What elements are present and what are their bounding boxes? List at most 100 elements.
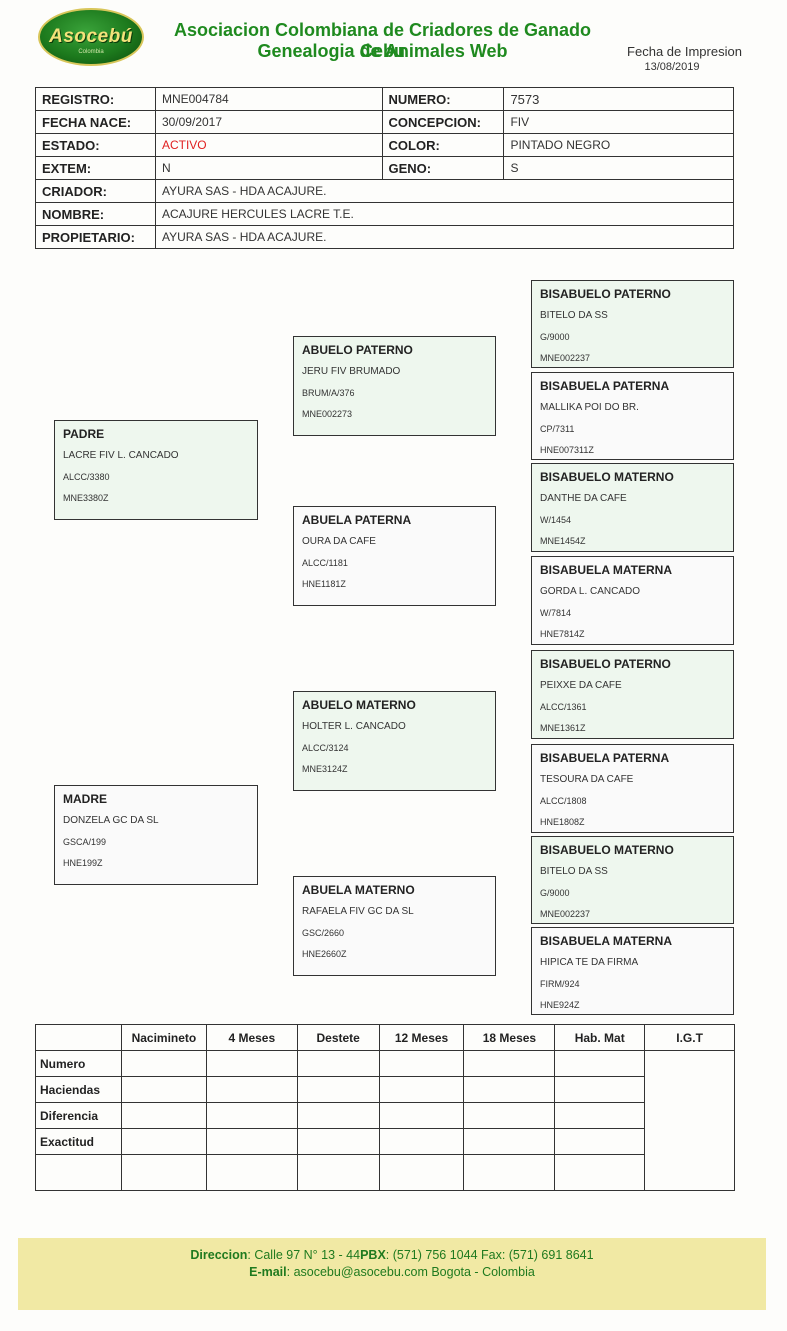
bisabuelo-box-7: BISABUELO MATERNO BITELO DA SS G/9000 MN… [531, 836, 734, 924]
abuela-paterna-reg: HNE1181Z [302, 579, 346, 589]
bisabuela-box-8: BISABUELA MATERNA HIPICA TE DA FIRMA FIR… [531, 927, 734, 1015]
col-hab-mat: Hab. Mat [554, 1024, 646, 1051]
page-subtitle: Genealogia de Animales Web [257, 41, 508, 61]
madre-reg: HNE199Z [63, 858, 103, 868]
bis1-reg: MNE002237 [540, 353, 591, 363]
table-row: Diferencia [35, 1102, 735, 1129]
abuelo-paterno-code: BRUM/A/376 [302, 388, 355, 398]
geno-label: GENO: [381, 156, 505, 180]
madre-title: MADRE [63, 792, 107, 806]
padre-box: PADRE LACRE FIV L. CANCADO ALCC/3380 MNE… [54, 420, 258, 520]
propietario-value: AYURA SAS - HDA ACAJURE. [154, 225, 735, 249]
row-exactitud: Exactitud [35, 1128, 122, 1155]
extem-value: N [154, 156, 383, 180]
abuelo-materno-reg: MNE3124Z [302, 764, 348, 774]
criador-value: AYURA SAS - HDA ACAJURE. [154, 179, 735, 203]
abuela-materna-name: RAFAELA FIV GC DA SL [302, 906, 414, 917]
table-row: Exactitud [35, 1128, 735, 1155]
bis2-reg: HNE007311Z [540, 445, 594, 455]
padre-reg: MNE3380Z [63, 493, 109, 503]
asocebu-logo: Asocebú Colombia [38, 8, 144, 66]
numero-value: 7573 [503, 87, 734, 111]
bis6-code: ALCC/1808 [540, 796, 587, 806]
footer: Direccion: Calle 97 N° 13 - 44PBX: (571)… [18, 1238, 766, 1310]
bis4-name: GORDA L. CANCADO [540, 586, 641, 597]
abuela-materna-code: GSC/2660 [302, 928, 345, 938]
bis7-code: G/9000 [540, 888, 570, 898]
bis3-code: W/1454 [540, 515, 572, 525]
concepcion-value: FIV [503, 110, 734, 134]
abuela-materna-box: ABUELA MATERNO RAFAELA FIV GC DA SL GSC/… [293, 876, 496, 976]
color-value: PINTADO NEGRO [503, 133, 734, 157]
footer-dir-label: Direccion [190, 1248, 248, 1262]
abuelo-paterno-title: ABUELO PATERNO [302, 343, 413, 357]
footer-pbx-value: : (571) 756 1044 Fax: (571) 691 8641 [385, 1248, 594, 1262]
corner-cell [35, 1024, 122, 1051]
abuela-paterna-title: ABUELA PATERNA [302, 513, 412, 527]
registro-label: REGISTRO: [35, 87, 156, 111]
bis1-title: BISABUELO PATERNO [540, 287, 671, 301]
col-4-meses: 4 Meses [205, 1024, 298, 1051]
bis2-name: MALLIKA POI DO BR. [540, 402, 639, 413]
estado-value: ACTIVO [154, 133, 383, 157]
padre-name: LACRE FIV L. CANCADO [63, 450, 179, 461]
madre-box: MADRE DONZELA GC DA SL GSCA/199 HNE199Z [54, 785, 258, 885]
bis3-title: BISABUELO MATERNO [540, 470, 674, 484]
abuela-materna-title: ABUELA MATERNO [302, 883, 415, 897]
footer-address-line: Direccion: Calle 97 N° 13 - 44PBX: (571)… [18, 1248, 766, 1262]
madre-code: GSCA/199 [63, 837, 107, 847]
criador-label: CRIADOR: [35, 179, 156, 203]
fecha-value: 30/09/2017 [154, 110, 383, 134]
abuelo-materno-code: ALCC/3124 [302, 743, 349, 753]
col-12-meses: 12 Meses [378, 1024, 465, 1051]
table-row: PROPIETARIO: AYURA SAS - HDA ACAJURE. [35, 225, 735, 249]
bis2-title: BISABUELA PATERNA [540, 379, 670, 393]
propietario-label: PROPIETARIO: [35, 225, 156, 249]
col-nacimiento: Nacimineto [120, 1024, 207, 1051]
abuelo-paterno-name: JERU FIV BRUMADO [302, 366, 401, 377]
nombre-label: NOMBRE: [35, 202, 156, 226]
color-label: COLOR: [381, 133, 505, 157]
bis4-title: BISABUELA MATERNA [540, 563, 672, 577]
abuela-materna-reg: HNE2660Z [302, 949, 347, 959]
bisabuela-box-6: BISABUELA PATERNA TESOURA DA CAFE ALCC/1… [531, 744, 734, 833]
table-row: ESTADO: ACTIVO COLOR: PINTADO NEGRO [35, 133, 734, 157]
bisabuelo-box-3: BISABUELO MATERNO DANTHE DA CAFE W/1454 … [531, 463, 734, 552]
page-title: Asociacion Colombiana de Criadores de Ga… [173, 20, 592, 61]
table-row: EXTEM: N GENO: S [35, 156, 734, 180]
bis4-code: W/7814 [540, 608, 572, 618]
col-18-meses: 18 Meses [463, 1024, 556, 1051]
footer-email-value[interactable]: : asocebu@asocebu.com Bogota - Colombia [286, 1265, 535, 1279]
bis8-name: HIPICA TE DA FIRMA [540, 957, 639, 968]
footer-pbx-label: PBX [360, 1248, 386, 1262]
padre-code: ALCC/3380 [63, 472, 110, 482]
bis7-reg: MNE002237 [540, 909, 591, 919]
bis6-name: TESOURA DA CAFE [540, 774, 634, 785]
row-numero: Numero [35, 1050, 122, 1077]
logo-subtext: Colombia [78, 49, 104, 55]
table-row: Haciendas [35, 1076, 735, 1103]
bis8-title: BISABUELA MATERNA [540, 934, 672, 948]
numero-label: NUMERO: [381, 87, 505, 111]
logo-text: Asocebú [49, 26, 133, 47]
fecha-label: FECHA NACE: [35, 110, 156, 134]
geno-value: S [503, 156, 734, 180]
footer-email-label: E-mail [249, 1265, 287, 1279]
bis2-code: CP/7311 [540, 424, 575, 434]
footer-dir-value: : Calle 97 N° 13 - 44 [247, 1248, 361, 1262]
table-row: CRIADOR: AYURA SAS - HDA ACAJURE. [35, 179, 735, 203]
abuelo-materno-title: ABUELO MATERNO [302, 698, 416, 712]
bis5-name: PEIXXE DA CAFE [540, 680, 622, 691]
abuela-paterna-box: ABUELA PATERNA OURA DA CAFE ALCC/1181 HN… [293, 506, 496, 606]
bis8-reg: HNE924Z [540, 1000, 580, 1010]
print-date-label: Fecha de Impresion [627, 44, 742, 59]
col-igt: I.G.T [644, 1024, 735, 1051]
bis6-reg: HNE1808Z [540, 817, 585, 827]
abuelo-paterno-reg: MNE002273 [302, 409, 353, 419]
estado-label: ESTADO: [35, 133, 156, 157]
bisabuela-box-2: BISABUELA PATERNA MALLIKA POI DO BR. CP/… [531, 372, 734, 460]
registration-table: REGISTRO: MNE004784 NUMERO: 7573 FECHA N… [35, 87, 735, 249]
performance-table: Nacimineto 4 Meses Destete 12 Meses 18 M… [35, 1024, 735, 1191]
bis8-code: FIRM/924 [540, 979, 580, 989]
bis4-reg: HNE7814Z [540, 629, 585, 639]
